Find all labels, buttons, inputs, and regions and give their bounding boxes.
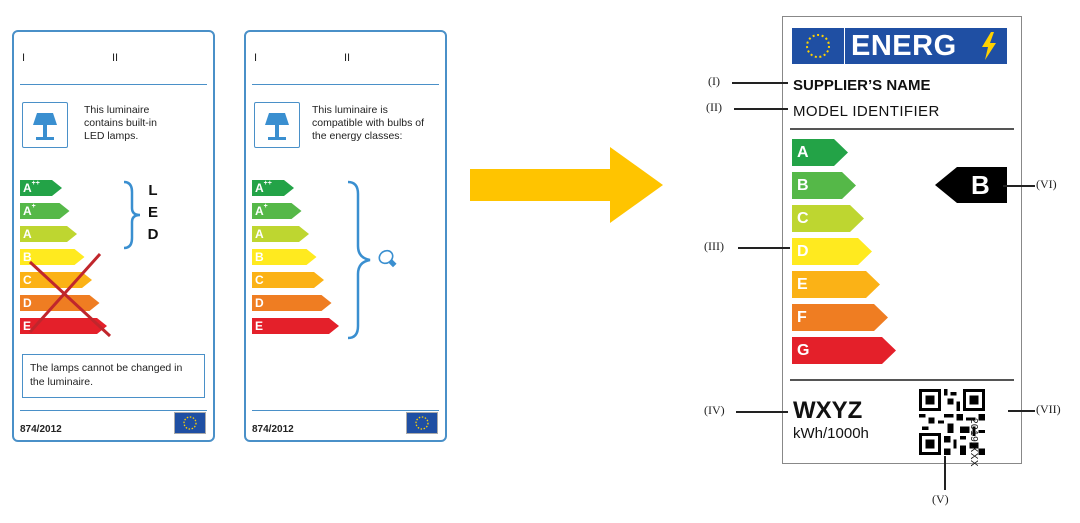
- energy-class-bar: A++: [252, 180, 294, 196]
- energy-class-bar: A++: [20, 180, 62, 196]
- energy-class-bar: B: [792, 172, 856, 199]
- divider: [790, 128, 1014, 130]
- energy-class-label: C: [255, 273, 264, 287]
- energy-class-label: F: [797, 309, 807, 326]
- label-number-i: I: [254, 52, 258, 64]
- energy-class-bar: D: [792, 238, 872, 265]
- callout-vi: (VI): [1036, 177, 1057, 191]
- lamp-icon: [254, 102, 300, 148]
- energy-class-bar: C: [252, 272, 324, 288]
- eu-flag-icon: [174, 412, 206, 434]
- energy-class-label: D: [23, 296, 32, 310]
- transition-arrow: [470, 147, 663, 223]
- leader-line: [1008, 410, 1035, 412]
- energy-class-label: A+: [255, 203, 268, 218]
- cross-out-mark: [28, 252, 112, 338]
- energy-class-label: B: [797, 177, 809, 194]
- energy-class-label: A++: [23, 180, 40, 195]
- label-number-ii: II: [112, 52, 119, 64]
- energy-class-bar: F: [792, 304, 888, 331]
- energy-class-bar: E: [20, 318, 107, 334]
- energy-class-bar: C: [792, 205, 864, 232]
- model-identifier: MODEL IDENTIFIER: [793, 103, 940, 120]
- energy-class-bar: E: [252, 318, 339, 334]
- non-replaceable-note: The lamps cannot be changed in the lumin…: [22, 354, 205, 398]
- divider: [20, 84, 207, 85]
- energy-class-label: D: [255, 296, 264, 310]
- consumption-unit: kWh/1000h: [793, 425, 869, 442]
- label-number-i: I: [22, 52, 26, 64]
- energy-class-bar: A+: [20, 203, 70, 219]
- divider: [20, 410, 207, 411]
- callout-ii: (II): [706, 100, 722, 114]
- rating-indicator: B: [935, 167, 1007, 203]
- leader-line: [736, 411, 788, 413]
- energy-class-label: E: [23, 319, 32, 333]
- energy-brand-banner: ENERG: [845, 28, 1007, 64]
- callout-v: (V): [932, 492, 949, 506]
- leader-line: [1003, 185, 1035, 187]
- energy-class-label: B: [255, 250, 264, 264]
- eu-flag-icon: [792, 28, 844, 64]
- qr-code-icon: [919, 389, 985, 455]
- old-label-built-in-led: I II This luminaire contains built-in LE…: [12, 30, 215, 442]
- energy-class-label: E: [797, 276, 808, 293]
- light-bulb-icon: [378, 249, 397, 268]
- brace-icon: [123, 180, 141, 250]
- led-letter-e: E: [147, 204, 158, 221]
- led-letter-d: D: [147, 226, 159, 243]
- leader-line: [738, 247, 790, 249]
- energy-class-bar: A: [792, 139, 848, 166]
- luminaire-description: This luminaire is compatible with bulbs …: [312, 104, 425, 142]
- callout-vii: (VII): [1036, 402, 1061, 416]
- callout-i: (I): [708, 74, 720, 88]
- rating-letter: B: [971, 170, 990, 200]
- brace-icon: [347, 180, 371, 340]
- callout-iv: (IV): [704, 403, 725, 417]
- leader-line: [734, 108, 788, 110]
- new-energy-label: ENERG SUPPLIER’S NAME MODEL IDENTIFIER A…: [782, 16, 1022, 467]
- regulation-number: 874/2012: [252, 424, 294, 435]
- label-number-ii: II: [344, 52, 351, 64]
- energy-class-bar: A: [252, 226, 309, 242]
- energy-class-label: A++: [255, 180, 272, 195]
- energy-class-label: E: [255, 319, 264, 333]
- regulation-number: 2019/XXX: [968, 418, 979, 468]
- regulation-number: 874/2012: [20, 424, 62, 435]
- energy-class-bar: G: [792, 337, 896, 364]
- lamp-icon: [22, 102, 68, 148]
- energy-class-bar: D: [252, 295, 332, 311]
- energy-brand-text: ENERG: [851, 30, 957, 62]
- energy-class-label: C: [797, 210, 809, 227]
- divider: [252, 84, 439, 85]
- old-label-compatible-bulbs: I II This luminaire is compatible with b…: [244, 30, 447, 442]
- energy-class-label: G: [797, 342, 810, 359]
- leader-line: [732, 82, 788, 84]
- energy-class-label: C: [23, 273, 32, 287]
- energy-class-label: A: [23, 227, 32, 241]
- energy-class-bar: B: [20, 249, 85, 265]
- energy-class-bar: B: [252, 249, 317, 265]
- eu-flag-icon: [406, 412, 438, 434]
- divider: [790, 379, 1014, 381]
- energy-class-label: A+: [23, 203, 36, 218]
- energy-class-label: A: [255, 227, 264, 241]
- lightning-icon: [982, 32, 996, 60]
- energy-class-label: D: [797, 243, 809, 260]
- divider: [252, 410, 439, 411]
- energy-class-label: B: [23, 250, 32, 264]
- consumption-value: WXYZ: [793, 397, 863, 424]
- callout-iii: (III): [704, 239, 724, 253]
- supplier-name: SUPPLIER’S NAME: [793, 77, 931, 94]
- led-letter-l: L: [148, 182, 158, 199]
- energy-class-bar: A+: [252, 203, 302, 219]
- energy-class-bar: A: [20, 226, 77, 242]
- energy-class-label: A: [797, 144, 809, 161]
- energy-class-bar: E: [792, 271, 880, 298]
- leader-line: [944, 456, 946, 490]
- luminaire-description: This luminaire contains built-in LED lam…: [84, 104, 157, 142]
